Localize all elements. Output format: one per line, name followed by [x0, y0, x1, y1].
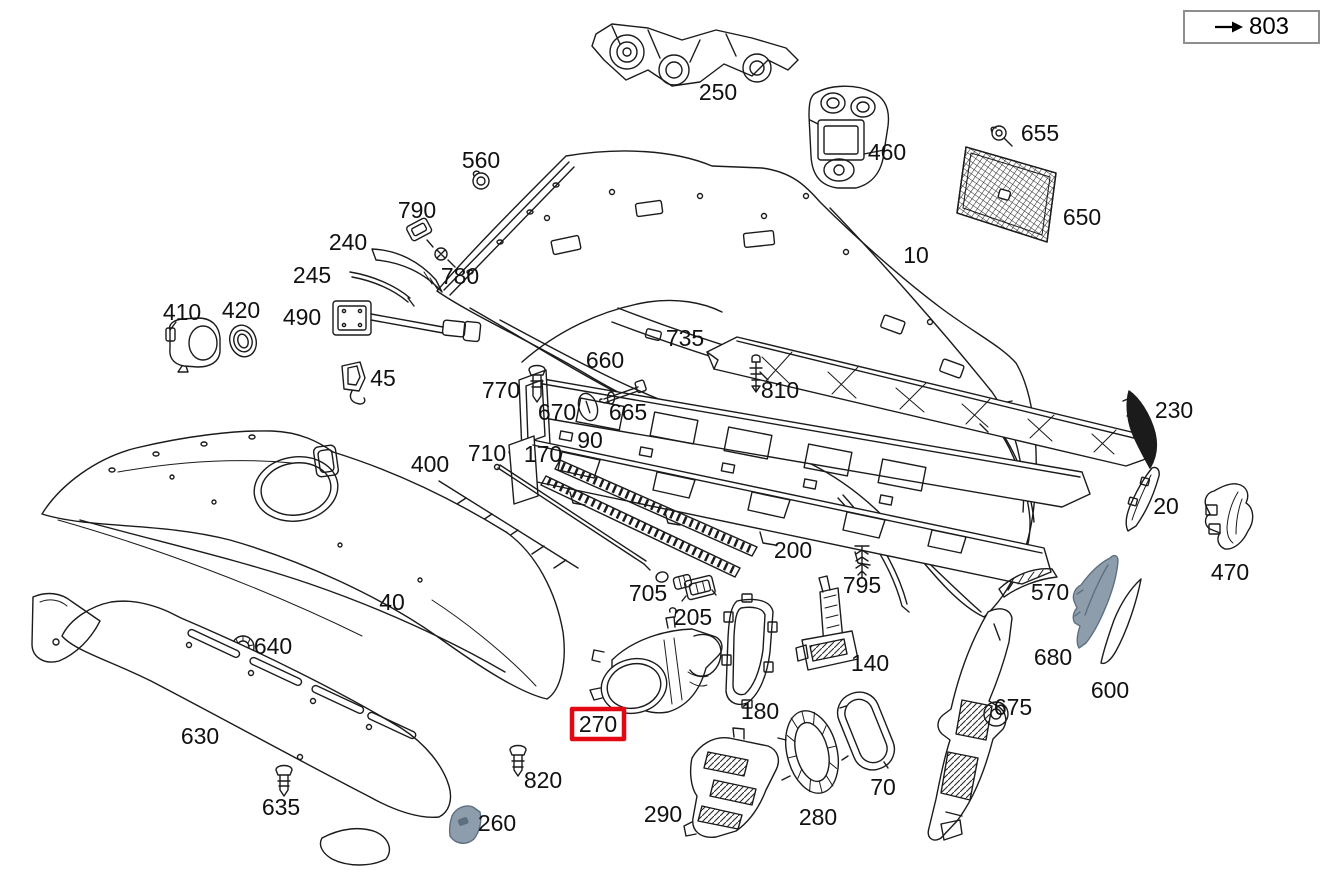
part-label-470[interactable]: 470 — [1211, 559, 1249, 585]
part-20-drawing — [1125, 466, 1160, 532]
part-280-drawing — [777, 710, 839, 794]
part-label-665[interactable]: 665 — [609, 399, 647, 425]
part-label-180[interactable]: 180 — [741, 698, 779, 724]
part-label-230[interactable]: 230 — [1155, 397, 1193, 423]
part-675-drawing — [927, 608, 1013, 841]
part-655-drawing — [990, 125, 1013, 147]
part-665-drawing — [599, 379, 647, 405]
part-label-245[interactable]: 245 — [293, 262, 331, 288]
part-label-770[interactable]: 770 — [482, 377, 520, 403]
part-label-820[interactable]: 820 — [524, 767, 562, 793]
part-245-drawing — [349, 271, 415, 307]
part-label-40[interactable]: 40 — [379, 589, 405, 615]
part-label-280[interactable]: 280 — [799, 804, 837, 830]
part-label-670[interactable]: 670 — [538, 399, 576, 425]
part-670-drawing — [577, 392, 599, 422]
part-label-205[interactable]: 205 — [674, 604, 712, 630]
part-label-600[interactable]: 600 — [1091, 677, 1129, 703]
part-770-drawing — [528, 364, 546, 403]
part-250-drawing — [591, 23, 799, 87]
part-635-drawing — [275, 764, 293, 797]
part-label-290[interactable]: 290 — [644, 801, 682, 827]
part-label-655[interactable]: 655 — [1021, 120, 1059, 146]
part-460-drawing — [808, 85, 890, 189]
part-label-20[interactable]: 20 — [1153, 493, 1179, 519]
part-label-140[interactable]: 140 — [851, 650, 889, 676]
part-490-drawing — [332, 300, 482, 343]
part-560-drawing — [472, 170, 490, 190]
part-600-drawing — [1100, 578, 1142, 665]
part-label-200[interactable]: 200 — [774, 537, 812, 563]
part-label-795[interactable]: 795 — [843, 572, 881, 598]
part-label-570[interactable]: 570 — [1031, 579, 1069, 605]
part-45-drawing — [341, 361, 366, 405]
part-label-705[interactable]: 705 — [629, 580, 667, 606]
part-label-490[interactable]: 490 — [283, 304, 321, 330]
part-label-90[interactable]: 90 — [577, 427, 603, 453]
part-label-420[interactable]: 420 — [222, 297, 260, 323]
part-label-790[interactable]: 790 — [398, 197, 436, 223]
part-735-drawing — [706, 336, 1155, 467]
part-label-680[interactable]: 680 — [1034, 644, 1072, 670]
part-label-460[interactable]: 460 — [868, 139, 906, 165]
part-label-660[interactable]: 660 — [586, 347, 624, 373]
part-630-drawing — [31, 592, 452, 866]
part-230-drawing — [1122, 390, 1158, 469]
part-label-45[interactable]: 45 — [370, 365, 396, 391]
part-710-drawing — [493, 463, 651, 571]
part-290-drawing — [683, 727, 780, 838]
part-label-735[interactable]: 735 — [666, 325, 704, 351]
part-label-810[interactable]: 810 — [761, 377, 799, 403]
part-label-240[interactable]: 240 — [329, 229, 367, 255]
part-90-drawing — [554, 459, 758, 557]
part-label-560[interactable]: 560 — [462, 147, 500, 173]
part-820-drawing — [509, 744, 527, 777]
part-170-drawing — [540, 475, 741, 578]
part-810-drawing — [749, 354, 763, 393]
part-570-drawing — [998, 568, 1058, 598]
part-780-drawing — [434, 247, 456, 268]
part-40-drawing — [41, 430, 565, 700]
part-label-270[interactable]: 270 — [579, 711, 617, 737]
diagram-reference-button[interactable]: 803 — [1183, 10, 1320, 44]
part-795-drawing — [854, 545, 870, 579]
part-label-650[interactable]: 650 — [1063, 204, 1101, 230]
part-label-635[interactable]: 635 — [262, 794, 300, 820]
part-680-drawing — [1072, 554, 1119, 649]
part-270-drawing — [589, 607, 723, 715]
part-205-drawing — [681, 574, 717, 602]
part-420-drawing — [228, 324, 258, 358]
part-705-drawing — [655, 571, 693, 590]
part-label-640[interactable]: 640 — [254, 633, 292, 659]
part-labels-layer: 250 460 655 650 560 790 240 245 780 490 10 410 420 45… — [163, 79, 1249, 836]
reference-label: 803 — [1248, 13, 1290, 40]
part-790-drawing — [406, 217, 434, 248]
part-label-400[interactable]: 400 — [411, 451, 449, 477]
part-label-250[interactable]: 250 — [699, 79, 737, 105]
part-410-drawing — [165, 317, 221, 373]
part-70-drawing — [836, 691, 896, 771]
part-label-630[interactable]: 630 — [181, 723, 219, 749]
part-200-drawing — [508, 435, 1052, 585]
part-260-drawing — [448, 805, 482, 844]
part-400-drawing — [438, 480, 579, 569]
highlight-box-270 — [569, 706, 627, 742]
part-label-675[interactable]: 675 — [994, 694, 1032, 720]
part-240-drawing — [371, 248, 443, 293]
part-label-710[interactable]: 710 — [468, 440, 506, 466]
arrow-right-icon — [1214, 21, 1243, 33]
part-label-10[interactable]: 10 — [903, 242, 929, 268]
part-140-drawing — [795, 575, 859, 671]
part-180-drawing — [721, 593, 778, 709]
part-label-780[interactable]: 780 — [441, 263, 479, 289]
part-470-drawing — [1204, 483, 1254, 550]
part-650-drawing — [956, 146, 1057, 243]
part-label-70[interactable]: 70 — [870, 774, 896, 800]
part-label-170[interactable]: 170 — [524, 441, 562, 467]
part-label-410[interactable]: 410 — [163, 299, 201, 325]
part-label-260[interactable]: 260 — [478, 810, 516, 836]
